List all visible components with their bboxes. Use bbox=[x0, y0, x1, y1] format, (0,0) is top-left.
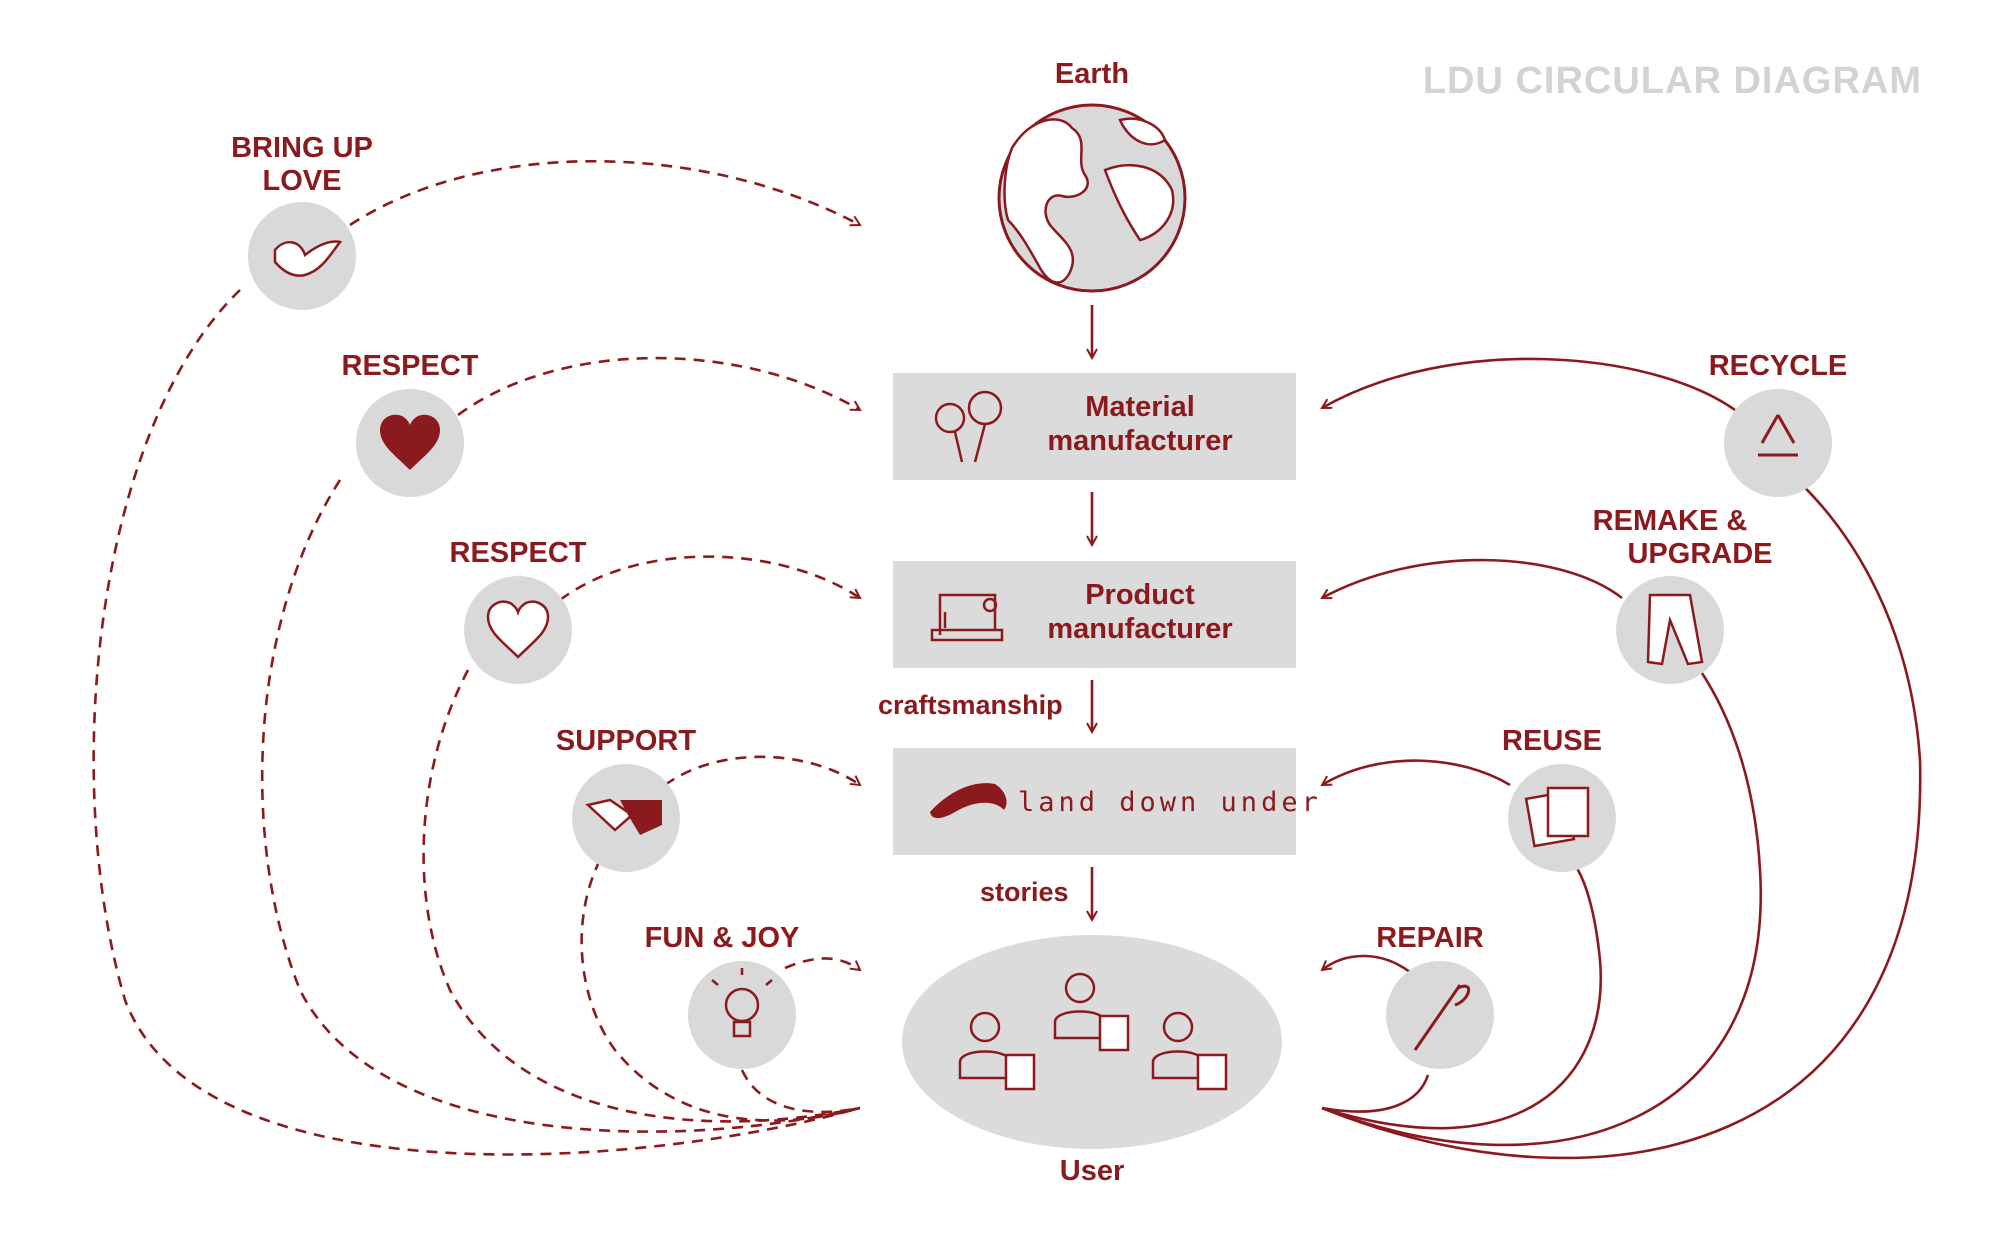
product-manufacturer-box bbox=[893, 561, 1296, 668]
arc-funjoy-to-user bbox=[740, 1069, 861, 1114]
handshake-icon bbox=[585, 798, 662, 835]
remake-label: REMAKE & UPGRADE bbox=[1555, 505, 1785, 571]
arrow-respect2-to-product bbox=[559, 555, 860, 602]
folded-clothes-icon bbox=[1524, 786, 1590, 848]
respect-2-label: RESPECT bbox=[449, 537, 587, 569]
recycle-node bbox=[1724, 389, 1832, 497]
right-loop-arcs bbox=[1321, 357, 1922, 1160]
bring-up-love-line-1: BRING UP bbox=[231, 132, 373, 164]
cotton-plant-icon bbox=[934, 390, 1003, 463]
remake-line-2: UPGRADE bbox=[1627, 538, 1773, 570]
arrow-recycle-to-material bbox=[1322, 357, 1736, 412]
lightbulb-icon bbox=[711, 968, 773, 1038]
arc-respect2-to-user bbox=[422, 669, 861, 1123]
material-label: Material manufacturer bbox=[1010, 390, 1270, 458]
arrow-love-to-earth bbox=[349, 159, 860, 225]
reuse-node bbox=[1508, 764, 1616, 872]
arc-user-to-remake bbox=[1321, 669, 1763, 1147]
product-label-line-2: manufacturer bbox=[1047, 613, 1233, 645]
bring-up-love-line-2: LOVE bbox=[262, 165, 342, 197]
respect-2-node bbox=[464, 576, 572, 684]
arc-user-to-repair bbox=[1321, 1074, 1430, 1113]
heart-filled-icon bbox=[380, 414, 440, 470]
arrow-funjoy-to-user bbox=[784, 957, 860, 970]
respect-1-node bbox=[356, 389, 464, 497]
fun-joy-label: FUN & JOY bbox=[644, 922, 800, 954]
sewing-machine-icon bbox=[930, 593, 1004, 642]
remake-node bbox=[1616, 576, 1724, 684]
left-value-arrows bbox=[349, 159, 860, 970]
craftsmanship-label: craftsmanship bbox=[878, 690, 1063, 720]
user-icon bbox=[1053, 972, 1130, 1052]
arc-respect1-to-user bbox=[260, 479, 861, 1133]
diagram-title: LDU CIRCULAR DIAGRAM bbox=[1422, 60, 1922, 102]
brand-box bbox=[893, 748, 1296, 855]
respect-1-label: RESPECT bbox=[341, 350, 479, 382]
product-label: Product manufacturer bbox=[1010, 578, 1270, 646]
arc-support-to-user bbox=[580, 859, 861, 1122]
bring-up-love-label: BRING UP LOVE bbox=[222, 132, 382, 198]
arrow-support-to-brand bbox=[664, 755, 860, 785]
left-return-arcs bbox=[92, 289, 861, 1156]
recycle-label: RECYCLE bbox=[1708, 350, 1848, 382]
support-label: SUPPORT bbox=[555, 725, 697, 757]
material-manufacturer-box bbox=[893, 373, 1296, 480]
stories-label: stories bbox=[980, 877, 1069, 907]
repair-node bbox=[1386, 961, 1494, 1069]
product-label-line-1: Product bbox=[1085, 579, 1195, 611]
arrow-remake-to-product bbox=[1322, 558, 1623, 600]
arrow-repair-to-user bbox=[1322, 954, 1411, 974]
user-icon bbox=[958, 1011, 1036, 1091]
recycle-icon bbox=[1758, 414, 1798, 457]
arrow-reuse-to-brand bbox=[1322, 759, 1511, 787]
jeans-icon bbox=[1646, 593, 1704, 666]
arc-user-to-recycle bbox=[1321, 477, 1922, 1160]
globe-icon bbox=[997, 103, 1187, 293]
reuse-label: REUSE bbox=[1502, 725, 1602, 757]
boomerang-icon bbox=[930, 783, 1007, 819]
fun-joy-node bbox=[688, 961, 796, 1069]
arc-user-to-reuse bbox=[1321, 864, 1603, 1130]
material-label-line-2: manufacturer bbox=[1047, 425, 1233, 457]
earth-label: Earth bbox=[1054, 58, 1130, 90]
heart-outline-icon bbox=[486, 600, 550, 659]
dove-icon bbox=[273, 240, 343, 277]
arc-love-to-user bbox=[92, 289, 861, 1156]
user-label: User bbox=[1059, 1155, 1125, 1187]
arrow-respect1-to-material bbox=[457, 356, 860, 417]
user-group bbox=[902, 935, 1282, 1149]
bring-up-love-node bbox=[248, 202, 356, 310]
remake-line-1: REMAKE & bbox=[1592, 505, 1748, 537]
user-icon bbox=[1151, 1011, 1228, 1091]
material-label-line-1: Material bbox=[1085, 391, 1195, 423]
repair-label: REPAIR bbox=[1376, 922, 1484, 954]
support-node bbox=[572, 764, 680, 872]
needle-icon bbox=[1413, 984, 1470, 1051]
brand-label: land down under bbox=[1018, 787, 1322, 818]
